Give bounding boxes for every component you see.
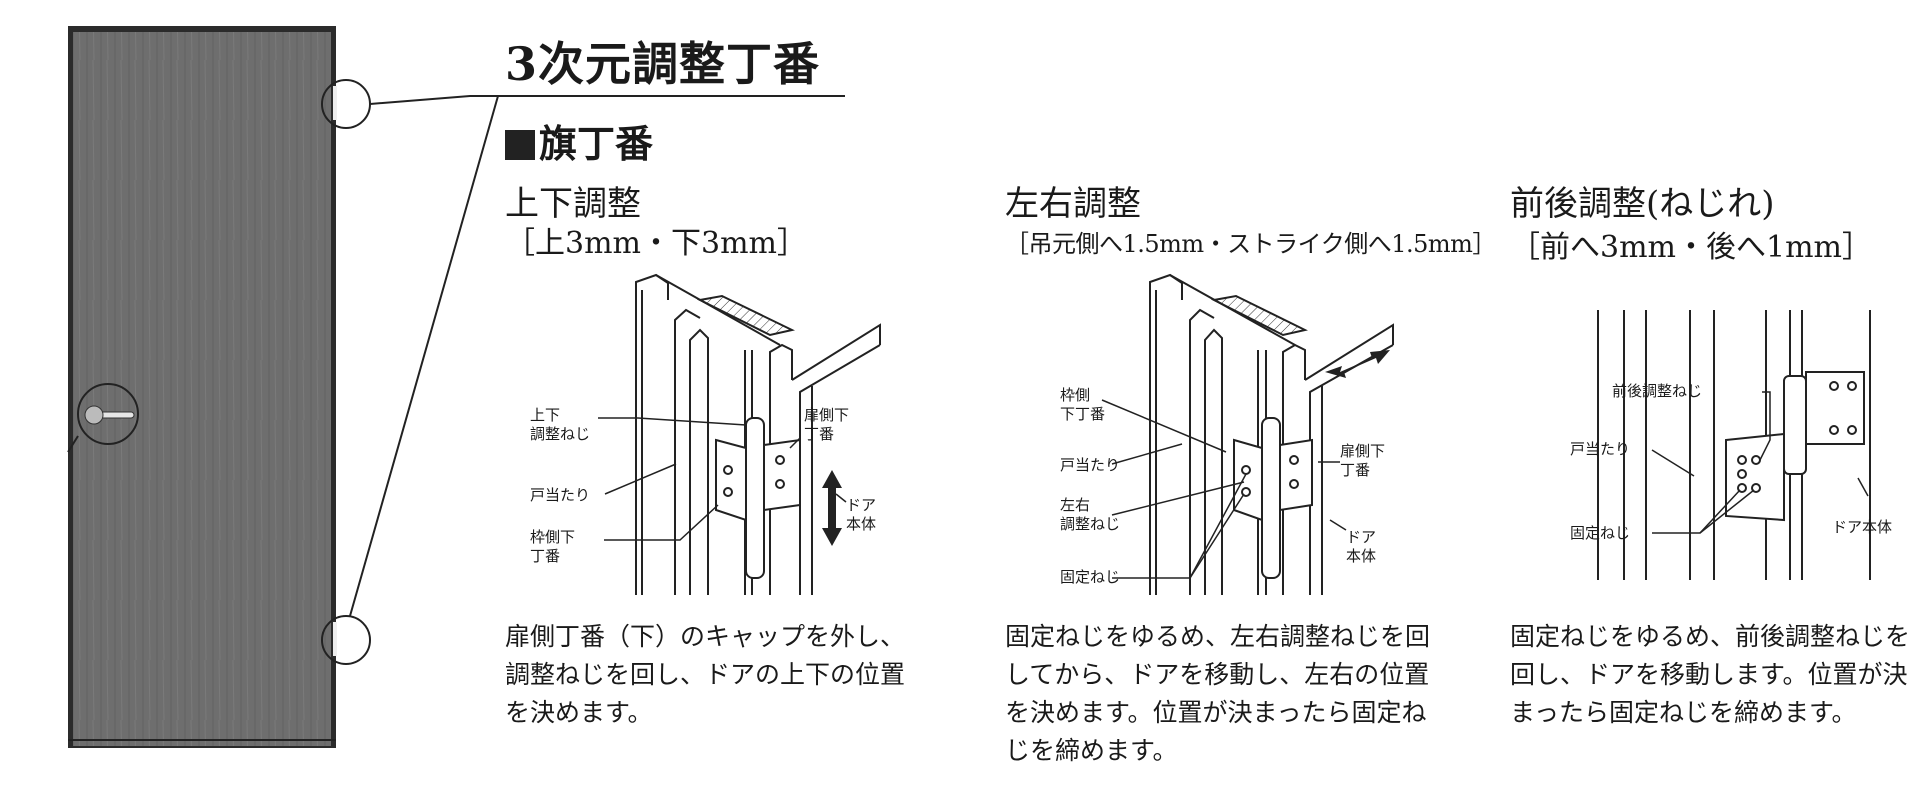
panel-range-horizontal: ［吊元側へ1.5mm・ストライク側へ1.5mm］ [1005, 230, 1496, 258]
label-horizontal-frame-hinge: 枠側 下丁番 [1060, 386, 1106, 423]
label-front-back-stop: 戸当たり [1570, 440, 1631, 458]
label-horizontal-adjust-screw: 左右 調整ねじ [1060, 496, 1121, 533]
panel-range-vertical: ［上3mm・下3mm］ [505, 226, 807, 261]
label-horizontal-door-body: ドア 本体 [1346, 528, 1377, 565]
section-title-text: 旗丁番 [539, 122, 654, 166]
front-back-adjust-diagram [1597, 310, 1871, 580]
vertical-adjust-diagram [635, 273, 881, 595]
panel-range-front-back: ［前へ3mm・後へ1mm］ [1510, 230, 1872, 265]
label-vertical-stop: 戸当たり [530, 486, 591, 504]
label-horizontal-stop: 戸当たり [1060, 456, 1121, 474]
horizontal-adjust-leaders [1101, 399, 1347, 579]
callout-leader-lines [67, 95, 845, 617]
front-back-adjust-leaders [1651, 391, 1869, 534]
vertical-adjust-leaders [598, 417, 847, 541]
section-title: 旗丁番 [505, 113, 653, 168]
label-vertical-adjust-screw: 上下 調整ねじ [530, 406, 591, 443]
main-title: 3次元調整丁番 [505, 37, 821, 91]
panel-description-front-back: 固定ねじをゆるめ、前後調整ねじを回し、ドアを移動します。位置が決まったら固定ねじ… [1510, 622, 1911, 727]
black-square-icon [505, 130, 535, 160]
panel-description-horizontal: 固定ねじをゆるめ、左右調整ねじを回してから、ドアを移動し、左右の位置を決めます。… [1005, 622, 1431, 765]
panel-description-vertical: 扉側丁番（下）のキャップを外し、調整ねじを回し、ドアの上下の位置を決めます。 [505, 622, 906, 727]
label-horizontal-fix-screw: 固定ねじ [1060, 568, 1121, 586]
panel-title-front-back: 前後調整(ねじれ) [1510, 184, 1775, 224]
label-front-back-door-body: ドア本体 [1832, 518, 1893, 536]
label-vertical-door-hinge: 扉側下 丁番 [804, 406, 850, 443]
label-front-back-fix-screw: 固定ねじ [1570, 524, 1631, 542]
label-front-back-adjust-screw: 前後調整ねじ [1612, 382, 1703, 400]
panel-title-horizontal: 左右調整 [1005, 184, 1141, 224]
bottom-hinge-callout-circle [321, 615, 371, 665]
door-illustration [68, 26, 336, 748]
handle-callout-circle [77, 383, 139, 445]
label-vertical-door-body: ドア 本体 [846, 496, 877, 533]
panel-title-vertical: 上下調整 [505, 184, 641, 224]
label-horizontal-door-hinge: 扉側下 丁番 [1340, 442, 1386, 479]
label-vertical-frame-hinge: 枠側下 丁番 [530, 528, 576, 565]
horizontal-adjust-diagram [1149, 273, 1394, 595]
